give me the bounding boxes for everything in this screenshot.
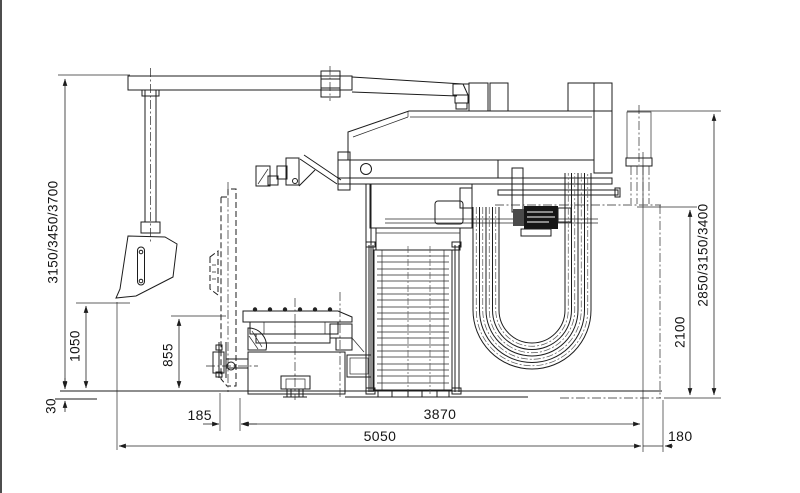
dim-label-30: 30 bbox=[44, 398, 59, 414]
dim-180: 180 bbox=[643, 428, 693, 449]
overhead-rail bbox=[127, 66, 470, 110]
dim-right-height-variants: 2850/3150/3400 bbox=[696, 113, 717, 396]
dim-30: 30 bbox=[44, 378, 68, 414]
dim-1050: 1050 bbox=[68, 305, 89, 389]
u-tube-bundle bbox=[472, 173, 592, 370]
dim-label-2100: 2100 bbox=[673, 316, 688, 348]
machine-body bbox=[255, 82, 621, 392]
dim-label-3870: 3870 bbox=[424, 406, 457, 422]
dim-label-1050: 1050 bbox=[68, 330, 83, 362]
dim-label-185: 185 bbox=[187, 407, 212, 423]
dim-855: 855 bbox=[161, 318, 182, 389]
fin-stack bbox=[365, 241, 462, 398]
dim-185: 185 bbox=[187, 407, 257, 427]
phantom-position-outline bbox=[495, 105, 661, 452]
guard-panel-phantom bbox=[209, 182, 237, 392]
dim-label-right-height-variants: 2850/3150/3400 bbox=[696, 203, 711, 306]
dim-overall-height-left: 3150/3450/3700 bbox=[46, 78, 68, 389]
counterweight-bracket bbox=[115, 235, 178, 299]
dim-label-180: 180 bbox=[668, 428, 693, 444]
floor-lines bbox=[55, 390, 662, 400]
dimension-annotations: 3150/3450/3700 1050 855 30 185 3870 bbox=[44, 74, 721, 452]
dim-label-5050: 5050 bbox=[364, 428, 397, 444]
support-column bbox=[140, 68, 161, 242]
dim-5050: 5050 bbox=[118, 428, 642, 449]
machine-outline bbox=[55, 66, 662, 452]
dim-label-855: 855 bbox=[161, 343, 176, 367]
extension-lines bbox=[58, 74, 721, 452]
scan-edge-artifact bbox=[0, 0, 2, 493]
dim-3870: 3870 bbox=[241, 406, 641, 427]
clamping-unit bbox=[206, 292, 372, 400]
dim-2100: 2100 bbox=[673, 209, 693, 396]
dim-label-overall-height-left: 3150/3450/3700 bbox=[46, 180, 61, 283]
clamp-cluster bbox=[255, 154, 342, 187]
